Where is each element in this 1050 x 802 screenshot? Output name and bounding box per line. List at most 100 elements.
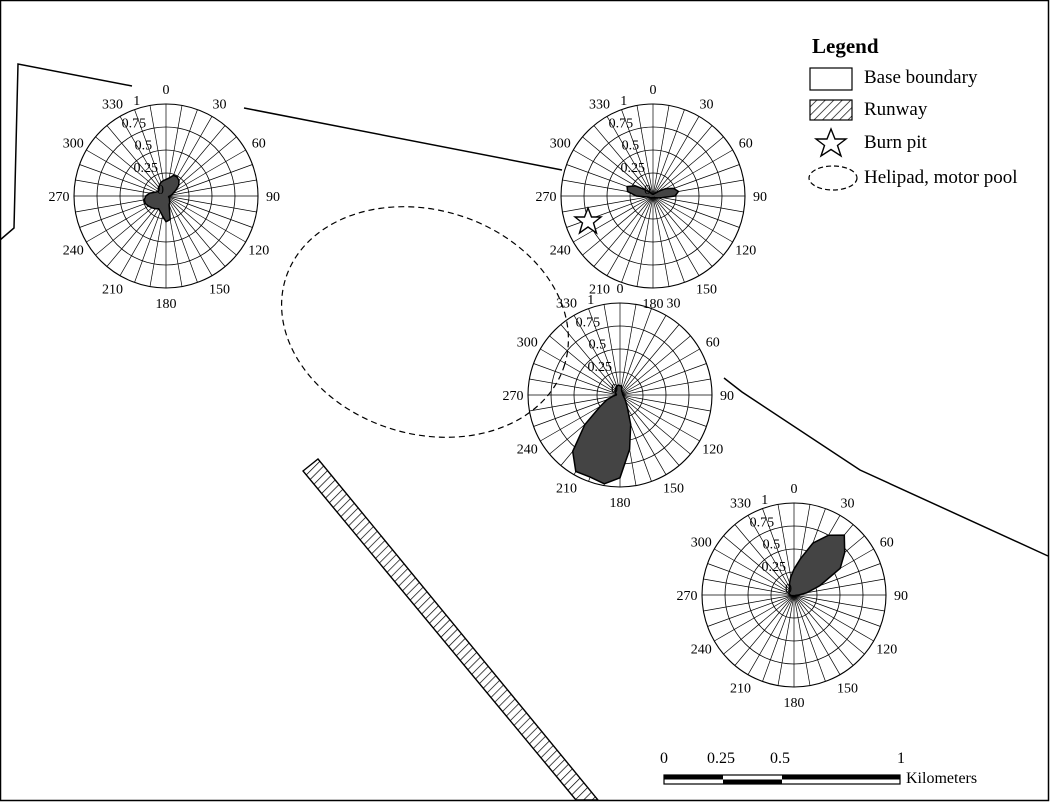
rose-angle-label: 240: [550, 244, 571, 259]
rose-spoke: [652, 195, 740, 228]
rose-spoke: [619, 394, 691, 455]
rose-spoke: [606, 116, 654, 197]
rose-spoke: [529, 378, 621, 396]
rose-angle-label: 0: [617, 282, 624, 297]
rose-radial-label: 0.5: [135, 139, 153, 154]
rose-spoke: [652, 195, 744, 213]
rose-spoke: [636, 105, 654, 197]
rose-spoke: [734, 594, 795, 666]
legend-item-base-boundary: Base boundary: [810, 66, 977, 90]
wind-rose-1: 030609012015018021024027030033000.250.50…: [49, 83, 281, 312]
base-boundary: [0, 63, 1049, 557]
rose-radial-label: 0.75: [576, 315, 601, 330]
rose-spoke: [793, 594, 885, 612]
rose-spoke: [793, 594, 865, 655]
rose-angle-label: 300: [63, 137, 84, 152]
rose-radial-label: 0.75: [609, 116, 634, 131]
scale-tick-1: 1: [897, 750, 905, 767]
rose-spoke: [582, 136, 654, 197]
rose-spoke: [533, 363, 621, 396]
rose-angle-label: 120: [248, 244, 269, 259]
hatched-rectangle-icon: [810, 100, 852, 120]
legend-title: Legend: [812, 34, 879, 58]
rose-spoke: [619, 308, 652, 396]
scale-bar-seg-1: [664, 775, 723, 780]
rose-spoke: [707, 594, 795, 627]
rose-data-polygon: [143, 174, 180, 223]
rose-angle-label: 210: [730, 682, 751, 697]
burn-pit-star: [573, 206, 603, 235]
rose-angle-label: 240: [63, 244, 84, 259]
legend-base-boundary-swatch: [809, 67, 853, 91]
rose-angle-label: 330: [589, 97, 610, 112]
rose-radial-label: 0.25: [621, 161, 646, 176]
rose-angle-label: 60: [706, 336, 720, 351]
rose-spoke: [777, 594, 795, 686]
rose-spoke: [619, 394, 711, 412]
rose-spoke: [652, 136, 724, 197]
wind-roses: 030609012015018021024027030033000.250.50…: [49, 83, 909, 711]
rose-angle-label: 90: [720, 389, 734, 404]
rose-angle-label: 30: [700, 97, 714, 112]
rose-angle-label: 120: [876, 643, 897, 658]
rose-spoke: [165, 195, 198, 283]
rose-radial-label: 1: [587, 293, 594, 308]
rose-spoke: [86, 149, 167, 197]
rose-spoke: [79, 164, 167, 197]
legend-item-helipad: Helipad, motor pool: [810, 166, 1018, 190]
rose-angle-label: 210: [589, 283, 610, 298]
rose-angle-label: 150: [837, 682, 858, 697]
rose-angle-label: 240: [517, 443, 538, 458]
rose-spoke: [652, 195, 724, 256]
runway: [302, 458, 600, 801]
rose-radial-label: 0.75: [750, 515, 775, 530]
wind-rose-4: 030609012015018021024027030033000.250.50…: [677, 482, 909, 711]
rose-spoke: [562, 195, 654, 213]
rose-spoke: [603, 304, 621, 396]
rose-spoke: [652, 125, 713, 197]
legend-burn-pit-star: [813, 127, 849, 158]
rose-spoke: [95, 136, 167, 197]
rose-angle-label: 30: [841, 496, 855, 511]
rose-radial-label: 0: [644, 183, 651, 198]
rose-spoke: [652, 195, 670, 287]
helipad-motor-pool: [280, 206, 570, 438]
rose-spoke: [619, 335, 691, 396]
scale-bar-seg-2: [723, 779, 782, 784]
rose-spoke: [652, 195, 685, 283]
rose-spoke: [573, 315, 621, 396]
rose-spoke: [165, 195, 237, 256]
rose-spoke: [652, 195, 733, 243]
base-boundary-west: [0, 63, 133, 241]
rose-spoke: [793, 594, 874, 642]
rose-angle-label: 30: [213, 97, 227, 112]
legend-swatches: [808, 67, 858, 191]
rose-angle-label: 240: [691, 643, 712, 658]
legend-runway-swatch: [809, 99, 853, 121]
rose-spoke: [734, 524, 795, 596]
rose-angle-label: 150: [663, 482, 684, 497]
rose-spoke: [747, 515, 795, 596]
star-icon: [810, 133, 852, 153]
dashed-ellipse-icon: [810, 168, 852, 188]
rose-angle-label: 210: [102, 283, 123, 298]
rose-angle-label: 60: [739, 137, 753, 152]
scale-tick-0: 0: [660, 750, 668, 767]
rose-spoke: [707, 563, 795, 596]
rose-spoke: [119, 116, 167, 197]
rose-angle-label: 210: [556, 482, 577, 497]
legend-item-runway: Runway: [810, 98, 927, 122]
rose-radial-label: 0.75: [122, 116, 147, 131]
rose-spoke: [621, 195, 654, 283]
wind-rose-3: 030609012015018021024027030033000.250.50…: [503, 282, 735, 511]
rose-angle-label: 270: [503, 389, 524, 404]
rose-radial-label: 0.25: [588, 360, 613, 375]
rose-angle-label: 0: [163, 83, 170, 98]
rose-spoke: [619, 315, 667, 396]
rose-radial-label: 0.5: [622, 139, 640, 154]
rose-spoke: [652, 109, 685, 197]
rose-spoke: [165, 195, 257, 213]
rose-spoke: [560, 324, 621, 396]
